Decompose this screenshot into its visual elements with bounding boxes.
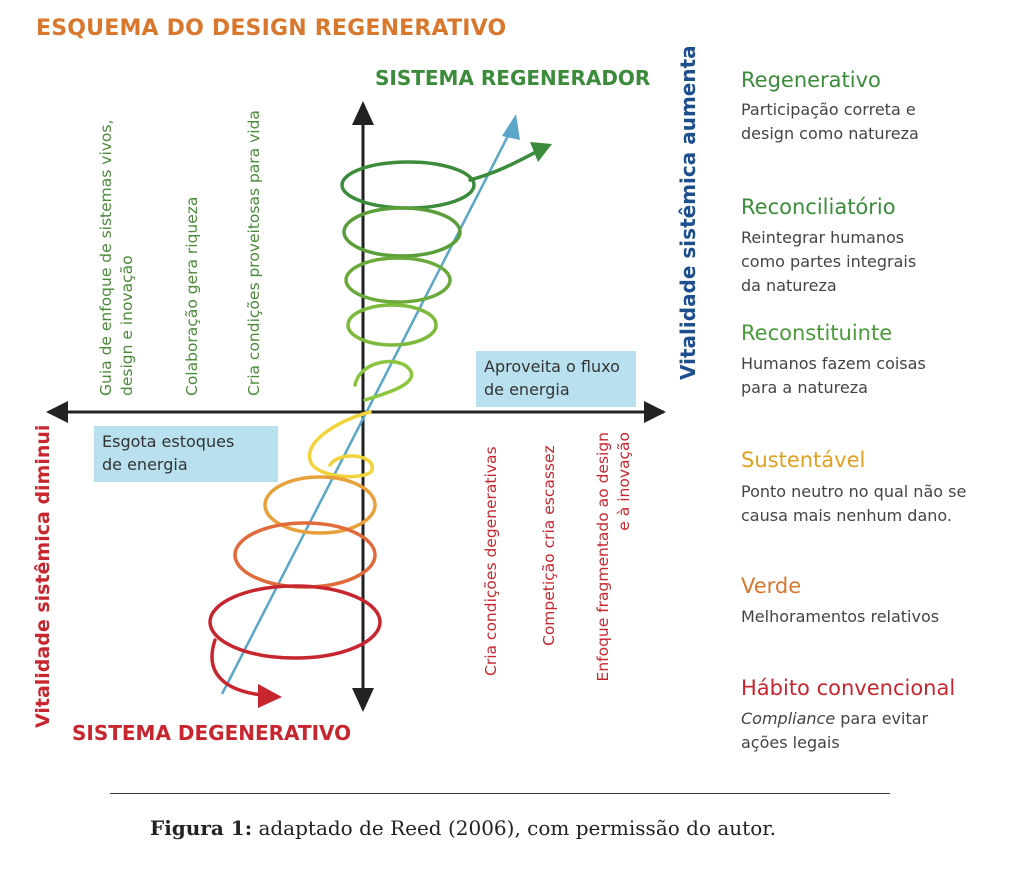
top-arrowhead bbox=[352, 101, 374, 125]
living-systems-note: Guia de enfoque de sistemas vivos, desig… bbox=[97, 119, 136, 396]
legend-habito-convencional-desc: Compliance para evitar ações legais bbox=[741, 709, 929, 752]
energy-depletion-box: Esgota estoques de energia bbox=[94, 426, 278, 482]
left-arrowhead bbox=[46, 401, 68, 423]
legend-reconciliatorio: Reconciliatório bbox=[741, 195, 896, 219]
legend-habito-convencional: Hábito convencional bbox=[741, 676, 956, 700]
vitality-increases-label: Vitalidade sistêmica aumenta bbox=[676, 45, 700, 380]
diagonal-arrowhead bbox=[502, 114, 520, 140]
legend-verde-desc: Melhoramentos relativos bbox=[741, 607, 940, 626]
page-title: ESQUEMA DO DESIGN REGENERATIVO bbox=[36, 16, 507, 41]
energy-flow-box: Aproveita o fluxo de energia bbox=[476, 351, 636, 407]
legend-reconstituinte-desc: Humanos fazem coisas para a natureza bbox=[741, 354, 926, 397]
green-spiral bbox=[340, 142, 552, 402]
right-arrowhead bbox=[644, 401, 666, 423]
bottom-arrowhead bbox=[352, 688, 374, 712]
legend-verde: Verde bbox=[741, 574, 802, 598]
regenerative-system-label: SISTEMA REGENERADOR bbox=[375, 66, 651, 90]
legend-sustentavel: Sustentável bbox=[741, 448, 866, 472]
collaboration-note: Colaboração gera riqueza bbox=[183, 196, 201, 396]
legend-regenerativo-desc: Participação correta e design como natur… bbox=[741, 100, 919, 143]
life-conditions-note: Cria condições proveitosas para vida bbox=[245, 110, 263, 396]
vitality-decreases-label: Vitalidade sistêmica diminui bbox=[32, 424, 54, 728]
degenerative-system-label: SISTEMA DEGENERATIVO bbox=[72, 721, 352, 745]
legend-sustentavel-desc: Ponto neutro no qual não se causa mais n… bbox=[741, 482, 967, 525]
competition-note: Competição cria escassez bbox=[540, 445, 558, 646]
legend-regenerativo: Regenerativo bbox=[741, 68, 881, 92]
degenerative-conditions-note: Cria condições degenerativas bbox=[482, 446, 500, 676]
diagonal-arrow bbox=[220, 127, 514, 695]
caption-divider bbox=[110, 793, 890, 794]
legend-reconciliatorio-desc: Reintegrar humanos como partes integrais… bbox=[741, 228, 917, 295]
figure-caption: Figura 1: adaptado de Reed (2006), com p… bbox=[150, 816, 776, 840]
fragmented-design-note: Enfoque fragmentado ao design e à inovaç… bbox=[594, 432, 633, 682]
red-spiral bbox=[208, 410, 382, 708]
legend-reconstituinte: Reconstituinte bbox=[741, 321, 893, 345]
